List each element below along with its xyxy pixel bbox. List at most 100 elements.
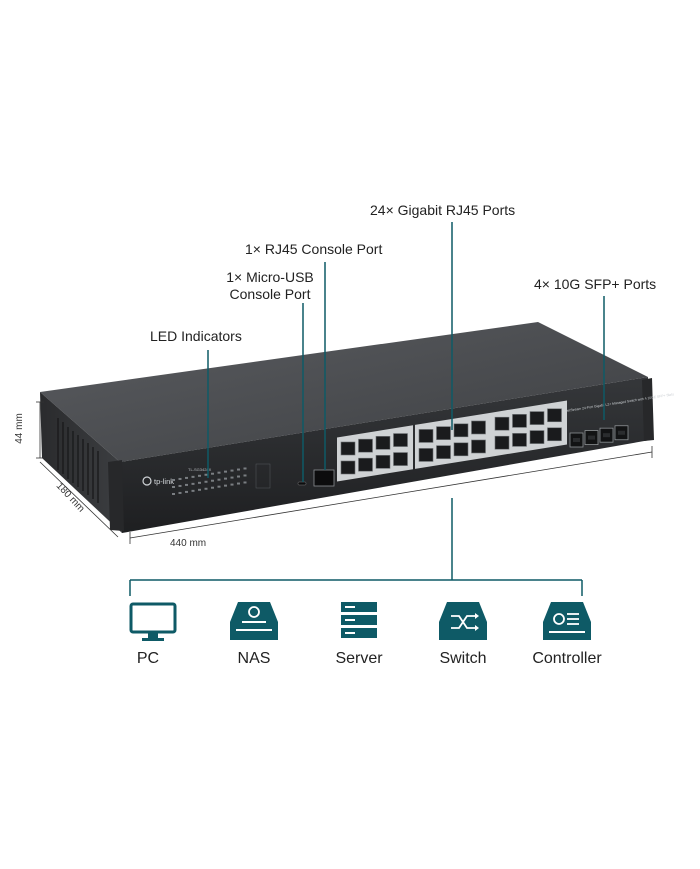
status-led: [185, 476, 188, 479]
pc-label: PC: [136, 650, 160, 667]
controller-label: Controller: [532, 650, 602, 667]
chassis-top: [40, 322, 648, 462]
rj45-port: [453, 442, 469, 457]
height-dimension-label: 44 mm: [13, 413, 25, 444]
status-led: [178, 484, 182, 487]
rj45-port: [340, 441, 356, 456]
micro-usb-label: 1× Micro-USB Console Port: [226, 269, 314, 303]
status-led: [191, 482, 195, 485]
status-led: [243, 474, 247, 477]
rj45-port: [529, 430, 545, 444]
status-led: [204, 473, 208, 476]
rj45-port: [418, 429, 434, 443]
led-legend: [255, 463, 271, 489]
rack-ear-left: [108, 460, 124, 531]
status-led: [243, 481, 247, 484]
brand-logo: tp-link: [154, 477, 174, 486]
rj45-port: [375, 455, 391, 469]
sfp-port-inner: [573, 438, 580, 442]
switch-label: Switch: [439, 650, 487, 667]
status-led: [217, 471, 221, 474]
sfp-port-inner: [618, 430, 625, 435]
rj45-port: [547, 427, 562, 442]
status-led: [172, 493, 175, 495]
status-led: [185, 490, 188, 493]
model-label: TL-SG3428X: [188, 467, 212, 472]
connection-tree: [129, 498, 583, 596]
status-led: [237, 468, 240, 471]
dimension-lines: [36, 401, 653, 544]
status-led: [204, 487, 208, 490]
status-led: [198, 488, 201, 491]
status-led: [217, 478, 221, 481]
status-led: [211, 486, 214, 489]
led-indicators-label: LED Indicators: [150, 328, 242, 344]
status-led: [224, 470, 227, 473]
gigabit-ports-label: 24× Gigabit RJ45 Ports: [370, 202, 516, 218]
status-led: [178, 491, 182, 494]
status-led: [230, 483, 234, 486]
sfp-port-inner: [603, 433, 610, 438]
sfp-port-bank: [569, 425, 629, 448]
rj45-port: [358, 438, 373, 453]
status-led: [211, 472, 214, 475]
switch-icon: [437, 600, 489, 644]
depth-dim-line: [39, 461, 119, 538]
rj45-port: [375, 436, 391, 450]
server-label: Server: [335, 650, 383, 667]
rj45-port: [494, 416, 510, 431]
micro-usb-label-line2: Console Port: [229, 286, 311, 302]
rj45-port: [418, 448, 434, 462]
status-led: [172, 486, 175, 488]
status-led: [237, 475, 240, 478]
rj45-console-label: 1× RJ45 Console Port: [245, 241, 383, 257]
sfp-port-inner: [588, 435, 595, 440]
status-led: [230, 476, 234, 479]
rack-ear-right: [642, 378, 654, 441]
rj45-port: [436, 426, 451, 440]
status-led: [224, 477, 227, 480]
status-led: [191, 489, 195, 492]
callout-lines: [207, 222, 605, 482]
nas-label: NAS: [237, 650, 271, 667]
rj45-console-port: [313, 469, 335, 487]
led-indicators-panel: [172, 467, 247, 495]
rj45-port: [393, 433, 408, 447]
rj45-port: [529, 411, 545, 425]
micro-usb-port: [297, 481, 307, 486]
rj45-port: [471, 439, 486, 454]
rj45-port: [393, 452, 408, 466]
status-led: [243, 467, 247, 470]
status-led: [217, 485, 221, 488]
status-led: [211, 479, 214, 482]
rj45-port: [471, 420, 486, 435]
server-icon: [333, 600, 385, 644]
tplink-logo-mark: [142, 476, 152, 486]
status-led: [191, 475, 195, 478]
width-dim-line: [129, 451, 653, 539]
width-dimension-label: 440 mm: [170, 538, 207, 549]
chassis-side: [40, 392, 122, 533]
status-led: [224, 484, 227, 487]
rj45-port: [512, 433, 527, 447]
micro-usb-label-line1: 1× Micro-USB: [226, 269, 314, 285]
status-led: [185, 483, 188, 486]
sfp-ports-label: 4× 10G SFP+ Ports: [534, 276, 657, 292]
rj45-port: [494, 435, 510, 450]
status-led: [237, 482, 240, 485]
status-led: [198, 481, 201, 484]
status-led: [204, 480, 208, 483]
rj45-port: [453, 423, 469, 438]
pc-icon: [128, 602, 180, 646]
status-led: [198, 474, 201, 477]
rj45-port: [547, 408, 562, 423]
rj45-port: [436, 445, 451, 459]
rj45-port: [358, 457, 373, 472]
status-led: [172, 479, 175, 481]
nas-icon: [228, 600, 280, 644]
rj45-port-bank: [337, 400, 567, 482]
status-led: [178, 477, 182, 480]
status-led: [230, 469, 234, 472]
side-vents: [57, 418, 99, 503]
